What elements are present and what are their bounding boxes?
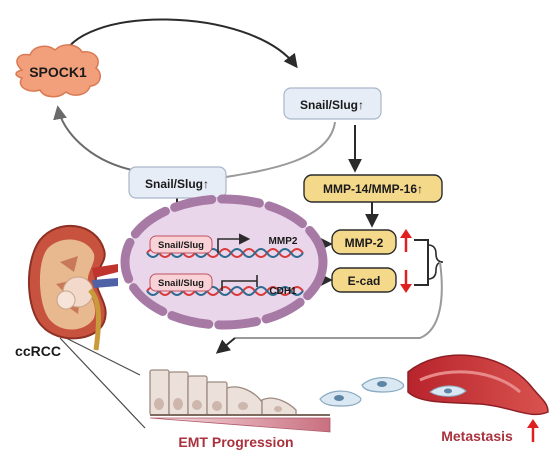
snail-slug-top-label: Snail/Slug↑: [300, 98, 364, 112]
curly-brace: [427, 244, 444, 280]
mmp14-label: MMP-14/MMP-16↑: [323, 182, 423, 196]
arrow-spock1-to-snail: [61, 18, 298, 69]
metastasis-label: Metastasis: [441, 428, 513, 444]
mmp-ecad-bracket: [414, 239, 429, 286]
gene-cdh1-label: CDH1: [269, 286, 297, 297]
repression-mark-cdh1: [221, 275, 258, 291]
ecad-label: E-cad: [348, 274, 381, 288]
mmp14-node: MMP-14/MMP-16↑: [303, 174, 443, 203]
snail-slug-left-label: Snail/Slug↑: [145, 177, 209, 191]
mmp2-label: MMP-2: [345, 236, 384, 250]
ecad-node: E-cad: [331, 267, 412, 293]
emt-gradient-wedge: [149, 417, 331, 433]
gene-mmp2-label: MMP2: [269, 236, 298, 247]
kidney-illustration: [28, 224, 118, 351]
metastasis-up-arrow-icon: [527, 419, 539, 442]
kidney-pointer-upper: [59, 334, 141, 376]
arrow-to-emt-connector: [235, 261, 443, 339]
mmp2-node: MMP-2: [331, 229, 412, 255]
arrow-snail-to-spock1: [53, 105, 133, 171]
arrow-into-emt: [215, 337, 236, 354]
migrating-cell-illustration: [319, 377, 405, 407]
blood-vessel-illustration: [407, 354, 549, 416]
snail-slug-top-node: Snail/Slug↑: [283, 87, 382, 120]
promoter-arrow-mmp2: [217, 233, 251, 253]
arrow-snail-top-to-left: [219, 121, 336, 179]
spock1-label: SPOCK1: [29, 64, 87, 80]
cell-layer-illustration: [149, 369, 330, 416]
up-arrow-icon: [400, 229, 412, 252]
tf2-label: Snail/Slug: [158, 278, 204, 289]
spock1-node: SPOCK1: [15, 44, 101, 98]
nucleus: Snail/Slug MMP2 Snail/Slug CDH1: [120, 194, 328, 330]
down-arrow-icon: [400, 270, 412, 293]
ccrcc-label: ccRCC: [15, 343, 61, 359]
kidney-pointer-lower: [59, 337, 146, 429]
tf1-label: Snail/Slug: [158, 240, 204, 251]
emt-label: EMT Progression: [178, 434, 293, 450]
snail-slug-left-node: Snail/Slug↑: [128, 166, 227, 199]
